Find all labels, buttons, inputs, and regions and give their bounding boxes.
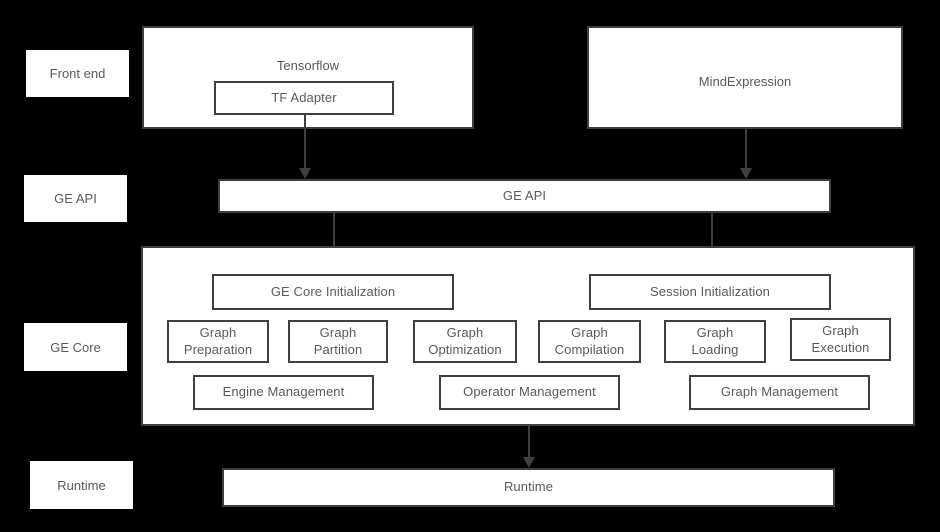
module-graph-compilation-label: Graph Compilation <box>554 325 625 357</box>
layer-label-ge-api: GE API <box>24 175 127 222</box>
module-graph-execution-label: Graph Execution <box>811 323 870 355</box>
ge-api-bar-label: GE API <box>502 187 547 203</box>
mindexpression-title: MindExpression <box>698 74 792 89</box>
management-operator[interactable]: Operator Management <box>439 375 620 410</box>
management-engine-label: Engine Management <box>222 384 345 400</box>
module-graph-execution[interactable]: Graph Execution <box>790 318 891 361</box>
layer-label-ge-core: GE Core <box>24 323 127 371</box>
module-graph-optimization-label: Graph Optimization <box>428 325 502 357</box>
layer-label-runtime: Runtime <box>30 461 133 509</box>
management-engine[interactable]: Engine Management <box>193 375 374 410</box>
ge-core-initialization-box[interactable]: GE Core Initialization <box>212 274 454 310</box>
layer-label-front-end: Front end <box>26 50 129 97</box>
module-graph-loading-label: Graph Loading <box>691 325 739 357</box>
runtime-bar-label: Runtime <box>503 479 554 495</box>
runtime-bar[interactable]: Runtime <box>222 468 835 507</box>
ge-api-bar[interactable]: GE API <box>218 179 831 213</box>
module-graph-loading[interactable]: Graph Loading <box>664 320 766 363</box>
tf-adapter-box[interactable]: TF Adapter <box>214 81 394 115</box>
management-operator-label: Operator Management <box>463 384 596 400</box>
module-graph-optimization[interactable]: Graph Optimization <box>413 320 517 363</box>
management-graph[interactable]: Graph Management <box>689 375 870 410</box>
ge-core-initialization-label: GE Core Initialization <box>270 283 396 299</box>
module-graph-partition-label: Graph Partition <box>313 325 363 357</box>
module-graph-compilation[interactable]: Graph Compilation <box>538 320 641 363</box>
module-graph-preparation[interactable]: Graph Preparation <box>167 320 269 363</box>
mindexpression-container: MindExpression <box>587 26 903 129</box>
module-graph-partition[interactable]: Graph Partition <box>288 320 388 363</box>
session-initialization-label: Session Initialization <box>650 283 770 299</box>
module-graph-preparation-label: Graph Preparation <box>183 325 253 357</box>
management-graph-label: Graph Management <box>720 384 839 400</box>
tf-adapter-label: TF Adapter <box>271 89 337 105</box>
session-initialization-box[interactable]: Session Initialization <box>589 274 831 310</box>
layer-label-runtime-text: Runtime <box>57 477 106 493</box>
layer-label-front-end-text: Front end <box>49 66 106 81</box>
layer-label-ge-api-text: GE API <box>54 191 97 206</box>
layer-label-ge-core-text: GE Core <box>50 339 101 355</box>
tensorflow-title: Tensorflow <box>276 58 340 73</box>
